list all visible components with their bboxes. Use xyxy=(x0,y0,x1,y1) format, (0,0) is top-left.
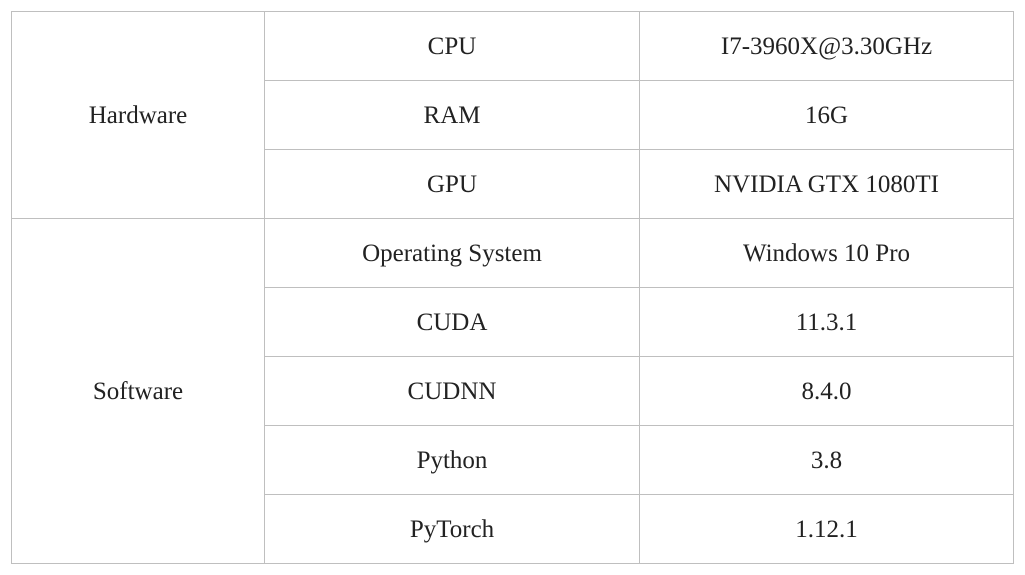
item-cell: CUDNN xyxy=(264,356,640,426)
category-cell-software: Software xyxy=(11,218,265,564)
item-cell: CUDA xyxy=(264,287,640,357)
environment-table: Hardware CPU I7-3960X@3.30GHz RAM 16G GP… xyxy=(11,11,1014,564)
item-cell: CPU xyxy=(264,11,640,81)
value-cell: I7-3960X@3.30GHz xyxy=(639,11,1014,81)
item-cell: Operating System xyxy=(264,218,640,288)
value-cell: NVIDIA GTX 1080TI xyxy=(639,149,1014,219)
table-row: PyTorch 1.12.1 xyxy=(12,494,1014,564)
value-cell: 11.3.1 xyxy=(639,287,1014,357)
value-cell: 16G xyxy=(639,80,1014,150)
table-row: Hardware CPU I7-3960X@3.30GHz xyxy=(11,11,1014,219)
value-cell: Windows 10 Pro xyxy=(639,218,1014,288)
item-cell: GPU xyxy=(264,149,640,219)
item-cell: RAM xyxy=(264,80,640,150)
table-row: Software Operating System Windows 10 Pro xyxy=(11,218,1014,564)
category-cell-hardware: Hardware xyxy=(11,11,265,219)
value-cell: 1.12.1 xyxy=(639,494,1014,564)
item-cell: Python xyxy=(264,425,640,495)
value-cell: 8.4.0 xyxy=(639,356,1014,426)
table-row: CUDA 11.3.1 xyxy=(12,287,1014,357)
item-cell: PyTorch xyxy=(264,494,640,564)
table-row: Python 3.8 xyxy=(12,425,1014,495)
table-row: RAM 16G xyxy=(12,80,1014,150)
value-cell: 3.8 xyxy=(639,425,1014,495)
